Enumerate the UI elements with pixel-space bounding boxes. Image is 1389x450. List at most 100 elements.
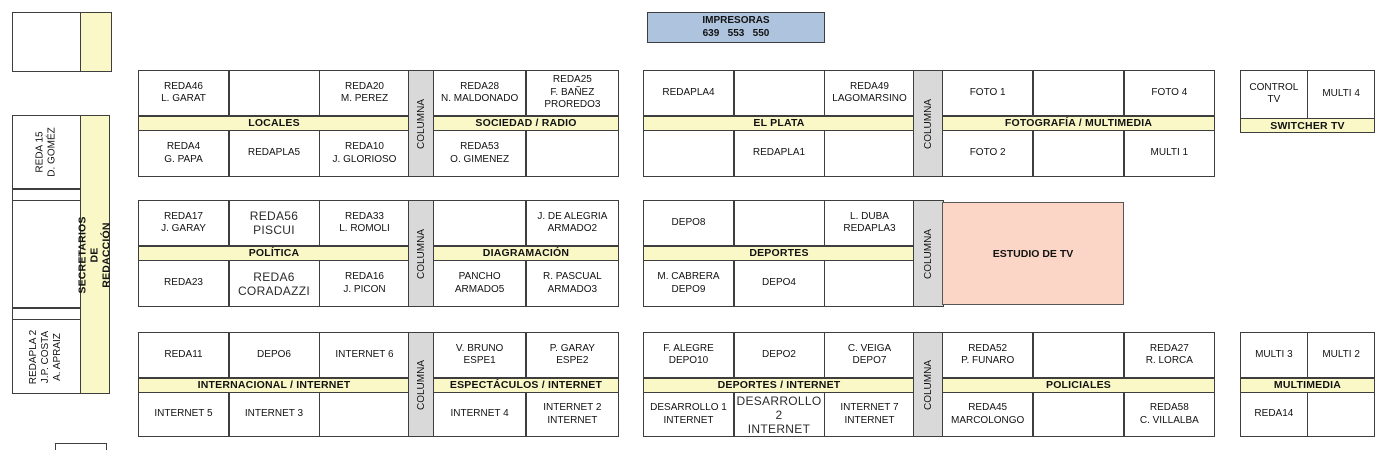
entry-box [12,12,112,72]
column-pillar: COLUMNA [913,200,944,307]
desk-cell: REDAPLA 2 J.P. COSTA A. APRAIZ [13,320,80,393]
column-pillar: COLUMNA [913,332,944,437]
column-label: COLUMNA [415,228,427,279]
desk-cell: REDA56 PISCUI [229,201,319,245]
desk-cell: INTERNET 5 [139,393,228,436]
block-policiales: REDA52 P. FUNARO REDA27 R. LORCA POLICIA… [942,332,1215,437]
band-policiales: POLICIALES [943,378,1214,392]
desk-cell [13,201,80,307]
desk-cell [825,261,914,306]
band-politica: POLÍTICA [139,246,409,260]
entry-box-accent [81,13,111,71]
desk-cell: REDA 15 D. GOMÉZ [13,116,80,188]
desk-cell: MULTI 2 [1308,333,1374,377]
desk-cell: L. DUBA REDAPLA3 [825,201,914,245]
desk-cell [229,71,319,115]
desk-cell: REDA33 L. ROMOLI [320,201,409,245]
printers-numbers: 639 553 550 [702,27,770,39]
desk-cell: MULTI 3 [1241,333,1307,377]
desk-cell [825,131,914,176]
desk-cell: REDA58 C. VILLALBA [1124,393,1214,436]
desk-cell: REDA6 CORADAZZI [229,261,319,306]
desk-cell [320,393,409,436]
desk-cell [734,201,824,245]
spacer-cell [13,308,80,319]
column-pillar: COLUMNA [408,200,435,307]
band-locales: LOCALES [139,116,409,130]
desk-cell: REDA10 J. GLORIOSO [320,131,409,176]
desk-cell [526,131,618,176]
column-pillar: COLUMNA [913,70,944,177]
desk-cell: REDA25 F. BAÑEZ PROREDO3 [526,71,618,115]
tv-studio-label: ESTUDIO DE TV [992,247,1074,260]
column-label: COLUMNA [415,359,427,410]
block-sociedad-radio: REDA28 N. MALDONADO REDA25 F. BAÑEZ PROR… [433,70,619,177]
desk-cell [1033,393,1124,436]
desk-cell: V. BRUNO ESPE1 [434,333,526,377]
column-pillar: COLUMNA [408,332,435,437]
printers-box: IMPRESORAS 639 553 550 [647,12,825,43]
desk-cell: REDA53 O. GIMENEZ [434,131,526,176]
desk-cell: REDA16 J. PICON [320,261,409,306]
band-espectaculos-internet: ESPECTÁCULOS / INTERNET [434,378,618,392]
desk-cell: REDAPLA4 [644,71,733,115]
block-deportes-internet: F. ALEGRE DEPO10 DEPO2 C. VEIGA DEPO7 DE… [643,332,915,437]
desk-cell: INTERNET 6 [320,333,409,377]
block-multimedia: MULTI 3 MULTI 2 MULTIMEDIA REDA14 [1240,332,1375,437]
column-label: COLUMNA [922,359,934,410]
block-switcher-tv: CONTROL TV MULTI 4 SWITCHER TV [1240,70,1375,133]
block-locales: REDA46 L. GARAT REDA20 M. PEREZ LOCALES … [138,70,410,177]
band-el-plata: EL PLATA [644,116,914,130]
cutoff-box [55,443,107,450]
desk-cell [1033,71,1124,115]
desk-cell: REDA17 J. GARAY [139,201,228,245]
tv-studio: ESTUDIO DE TV [942,202,1124,305]
column-pillar: COLUMNA [408,70,435,177]
desk-cell: R. PASCUAL ARMADO3 [526,261,618,306]
desk-cell: DEPO4 [734,261,824,306]
desk-cell: CONTROL TV [1241,71,1307,118]
desk-cell [1033,131,1124,176]
desk-cell: REDA23 [139,261,228,306]
desk-cell: REDA45 MARCOLONGO [943,393,1033,436]
desk-cell: REDA49 LAGOMARSINO [825,71,914,115]
desk-cell: M. CABRERA DEPO9 [644,261,733,306]
band-multimedia: MULTIMEDIA [1241,378,1374,392]
desk-cell: MULTI 1 [1124,131,1214,176]
desk-label: REDA 15 D. GOMÉZ [34,127,58,177]
desk-cell: FOTO 2 [943,131,1033,176]
band-diagramacion: DIAGRAMACIÓN [434,246,618,260]
desk-cell [734,71,824,115]
column-label: COLUMNA [415,98,427,149]
block-fotografia-multimedia: FOTO 1 FOTO 4 FOTOGRAFÍA / MULTIMEDIA FO… [942,70,1215,177]
column-label: COLUMNA [922,98,934,149]
desk-cell: C. VEIGA DEPO7 [825,333,914,377]
desk-cell: DEPO8 [644,201,733,245]
desk-cell: INTERNET 2 INTERNET [526,393,618,436]
desk-cell: REDA27 R. LORCA [1124,333,1214,377]
block-deportes: DEPO8 L. DUBA REDAPLA3 DEPORTES M. CABRE… [643,200,915,307]
desk-cell [644,131,733,176]
desk-cell: FOTO 1 [943,71,1033,115]
band-deportes-internet: DEPORTES / INTERNET [644,378,914,392]
desk-cell: REDA11 [139,333,228,377]
spacer-cell [13,189,80,200]
band-deportes: DEPORTES [644,246,914,260]
desk-cell: REDA52 P. FUNARO [943,333,1033,377]
desk-cell: REDA4 G. PAPA [139,131,228,176]
band-internacional-internet: INTERNACIONAL / INTERNET [139,378,409,392]
block-espectaculos-internet: V. BRUNO ESPE1 P. GARAY ESPE2 ESPECTÁCUL… [433,332,619,437]
desk-cell: DESARROLLO 2 INTERNET [734,393,824,436]
secretaries-desk-group: REDA 15 D. GOMÉZ REDAPLA 2 J.P. COSTA A.… [12,115,113,394]
band-fotografia-multimedia: FOTOGRAFÍA / MULTIMEDIA [943,116,1214,130]
block-diagramacion: J. DE ALEGRIA ARMADO2 DIAGRAMACIÓN PANCH… [433,200,619,307]
desk-cell: REDA20 M. PEREZ [320,71,409,115]
block-politica: REDA17 J. GARAY REDA56 PISCUI REDA33 L. … [138,200,410,307]
column-label: COLUMNA [922,228,934,279]
desk-cell: INTERNET 3 [229,393,319,436]
entry-box-main [13,13,80,71]
desk-cell: REDA14 [1241,393,1307,436]
desk-cell: PANCHO ARMADO5 [434,261,526,306]
desk-label: REDAPLA 2 J.P. COSTA A. APRAIZ [28,329,64,384]
